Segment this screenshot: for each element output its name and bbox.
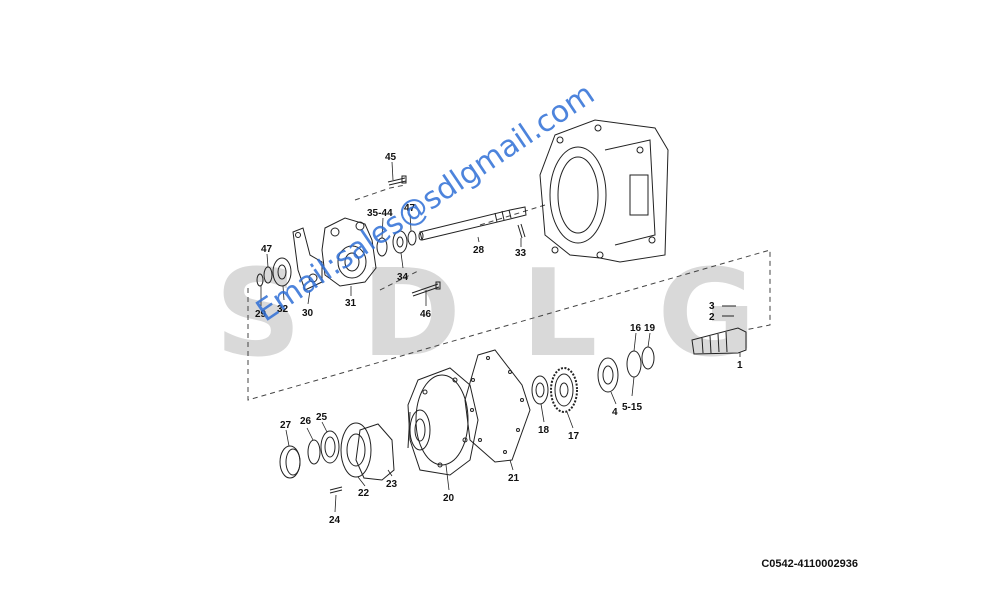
ring-19 xyxy=(641,346,655,370)
leader-lines xyxy=(260,161,741,513)
callouts: 1 2 3 4 5-15 16 19 17 18 20 21 22 23 24 … xyxy=(255,152,743,526)
callout-20: 20 xyxy=(443,493,455,504)
gasket-21 xyxy=(464,349,531,463)
callout-23: 23 xyxy=(386,479,398,490)
callout-29: 29 xyxy=(255,309,267,320)
callout-1: 1 xyxy=(737,360,743,371)
callout-24: 24 xyxy=(329,515,341,526)
callout-22: 22 xyxy=(358,488,370,499)
bearing-32 xyxy=(272,257,292,287)
callout-34: 34 xyxy=(397,272,409,283)
seal-27 xyxy=(279,445,301,479)
pump-housing-31 xyxy=(321,217,377,287)
callout-2: 2 xyxy=(709,312,715,323)
callout-26: 26 xyxy=(300,416,312,427)
assembly-dashed-lines xyxy=(247,184,771,401)
callout-5-15: 5-15 xyxy=(622,402,642,413)
callout-33: 33 xyxy=(515,248,527,259)
ring-29 xyxy=(256,273,264,287)
ring-16 xyxy=(626,350,642,378)
shaft-1 xyxy=(691,327,747,355)
callout-25: 25 xyxy=(316,412,328,423)
bolt-24 xyxy=(329,486,343,494)
callout-32: 32 xyxy=(277,304,289,315)
flange-22 xyxy=(340,422,372,478)
callout-28: 28 xyxy=(473,245,485,256)
bolt-45 xyxy=(387,175,407,186)
bearing-34 xyxy=(392,230,408,254)
carrier-20 xyxy=(407,367,479,476)
ring-26 xyxy=(307,439,321,465)
watermark-sdlg: SDLG xyxy=(215,245,816,384)
ring-47-left xyxy=(263,266,273,284)
callout-46: 46 xyxy=(420,309,432,320)
callout-31: 31 xyxy=(345,298,357,309)
callout-21: 21 xyxy=(508,473,520,484)
callout-47-left: 47 xyxy=(261,244,273,255)
gear-17 xyxy=(550,367,578,413)
transmission-housing xyxy=(539,119,669,263)
pin-33 xyxy=(517,223,526,239)
callout-19: 19 xyxy=(644,323,656,334)
callout-3: 3 xyxy=(709,301,715,312)
callout-18: 18 xyxy=(538,425,550,436)
bearing-18 xyxy=(531,375,549,405)
gasket-23 xyxy=(355,423,395,481)
callout-35-44: 35-44 xyxy=(367,208,393,219)
callout-16: 16 xyxy=(630,323,642,334)
callout-47-right: 47 xyxy=(404,203,416,214)
callout-45: 45 xyxy=(385,152,397,163)
callout-30: 30 xyxy=(302,308,314,319)
seal-25 xyxy=(320,430,340,464)
bracket-30 xyxy=(292,227,323,291)
callout-27: 27 xyxy=(280,420,292,431)
bearing-4 xyxy=(597,357,619,393)
shaft-28 xyxy=(418,206,527,241)
callout-17: 17 xyxy=(568,431,580,442)
drawing-code: C0542-4110002936 xyxy=(761,558,858,570)
callout-4: 4 xyxy=(612,407,618,418)
ring-47-right xyxy=(407,230,417,246)
